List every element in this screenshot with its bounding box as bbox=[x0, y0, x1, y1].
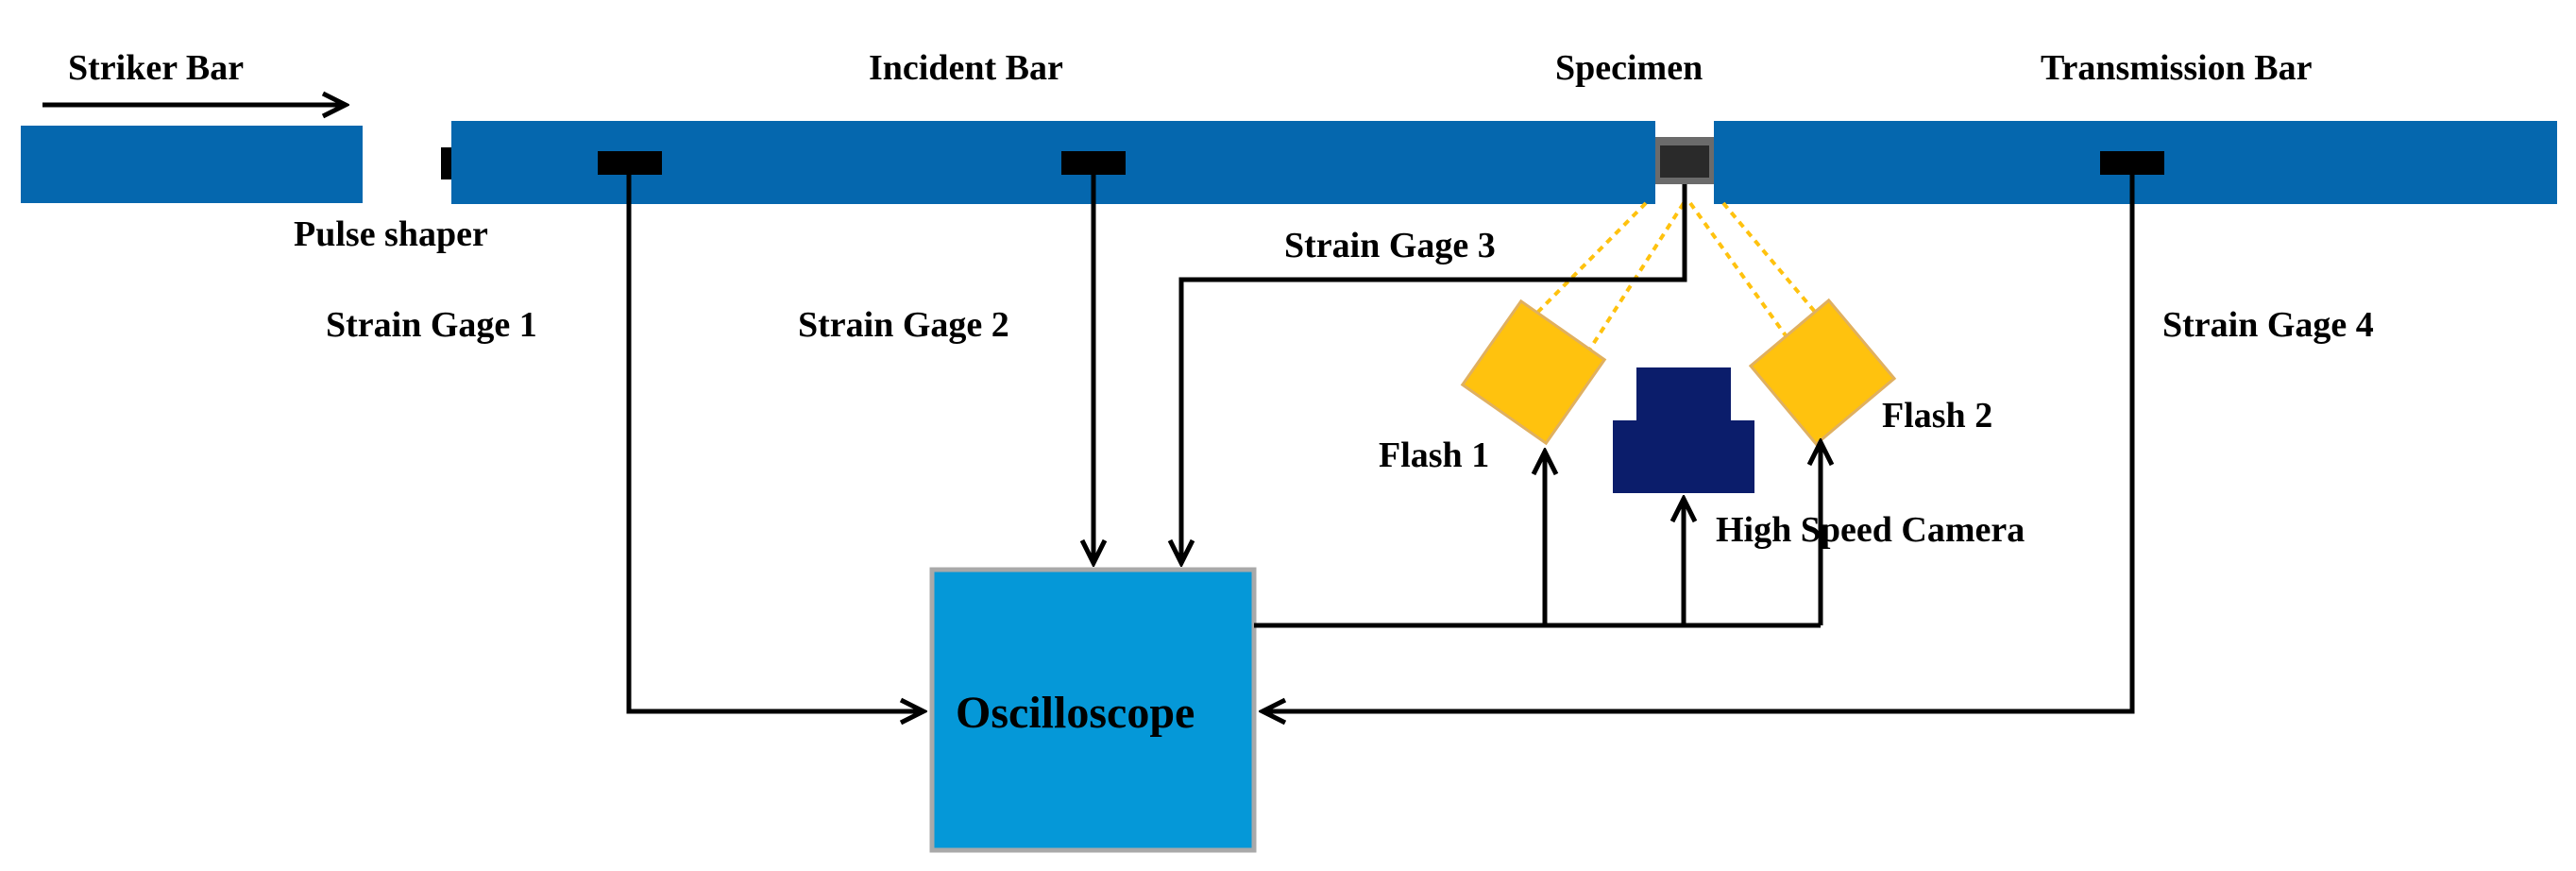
strain-gage-1-label: Strain Gage 1 bbox=[326, 305, 537, 345]
strain-gage-2-label: Strain Gage 2 bbox=[798, 305, 1009, 345]
gage-1-wire bbox=[626, 175, 924, 711]
pulse-shaper bbox=[441, 147, 451, 179]
strain-gage-3-label: Strain Gage 3 bbox=[1284, 226, 1496, 265]
flash-1-label: Flash 1 bbox=[1379, 436, 1489, 475]
gage-3-wire bbox=[1181, 184, 1687, 563]
strain-gage-4-sensor bbox=[2100, 151, 2164, 175]
striker-bar-label: Striker Bar bbox=[68, 48, 244, 88]
pulse-shaper-label: Pulse shaper bbox=[294, 214, 488, 254]
flash-1-lamp bbox=[1460, 299, 1607, 446]
high-speed-camera-label: High Speed Camera bbox=[1716, 510, 2025, 550]
strain-gage-1-sensor bbox=[598, 151, 662, 175]
specimen-label: Specimen bbox=[1555, 48, 1703, 88]
strain-gage-2-sensor bbox=[1061, 151, 1126, 175]
transmission-bar-label: Transmission Bar bbox=[2041, 48, 2313, 88]
camera-lens bbox=[1636, 367, 1731, 424]
oscilloscope-label: Oscilloscope bbox=[956, 688, 1195, 738]
camera-body bbox=[1613, 420, 1754, 493]
incident-bar-label: Incident Bar bbox=[869, 48, 1063, 88]
flash-2-label: Flash 2 bbox=[1882, 396, 1992, 436]
striker-bar bbox=[21, 126, 363, 203]
flash-2-lamp bbox=[1748, 298, 1897, 447]
specimen-dark-core bbox=[1660, 145, 1709, 178]
strain-gage-4-label: Strain Gage 4 bbox=[2162, 305, 2374, 345]
oscilloscope-box bbox=[929, 567, 1257, 853]
gage-4-wire bbox=[1263, 175, 2135, 711]
